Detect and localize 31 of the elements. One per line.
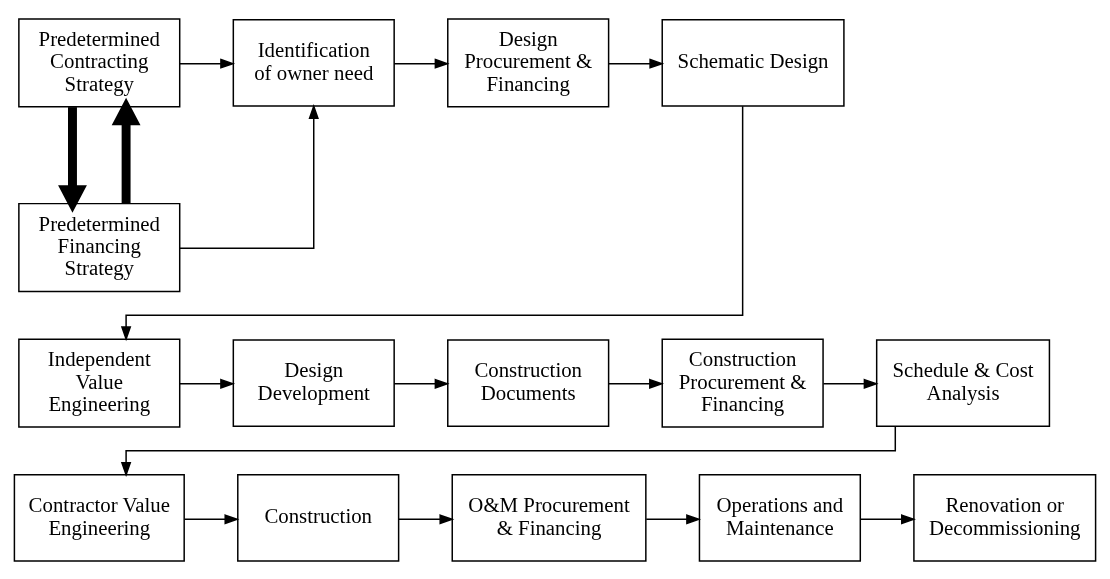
node-box: Design Procurement & Financing	[447, 17, 610, 108]
node-box: Design Development	[232, 338, 395, 427]
node-box: Construction	[237, 473, 400, 562]
arrow	[393, 57, 450, 69]
arrow	[179, 57, 236, 69]
arrow	[58, 106, 87, 213]
node-box: Independent Value Engineering	[18, 337, 181, 428]
node-box: Predetermined Financing Strategy	[18, 202, 181, 292]
node-box: Renovation or Decommissioning	[913, 473, 1097, 562]
arrow	[645, 513, 702, 525]
arrow	[179, 103, 319, 249]
arrow	[179, 378, 236, 389]
arrow	[859, 513, 916, 525]
node-box: Construction Procurement & Financing	[661, 337, 824, 428]
arrow	[111, 97, 141, 203]
node-box: Predetermined Contracting Strategy	[18, 17, 181, 108]
node-box: Identification of owner need	[232, 18, 395, 107]
arrow	[120, 105, 744, 341]
arrow	[183, 513, 240, 525]
node-box: Construction Documents	[447, 338, 610, 427]
arrow	[398, 513, 455, 525]
arrow	[608, 57, 665, 69]
arrow	[120, 425, 897, 477]
node-box: Schedule & Cost Analysis	[875, 338, 1051, 427]
node-box: O&M Procurement & Financing	[451, 473, 647, 562]
arrow	[393, 378, 450, 389]
node-box: Operations and Maintenance	[698, 473, 862, 562]
node-box: Contractor Value Engineering	[13, 473, 185, 562]
node-box: Schematic Design	[661, 18, 845, 107]
arrow	[607, 378, 664, 389]
arrow	[822, 378, 879, 389]
